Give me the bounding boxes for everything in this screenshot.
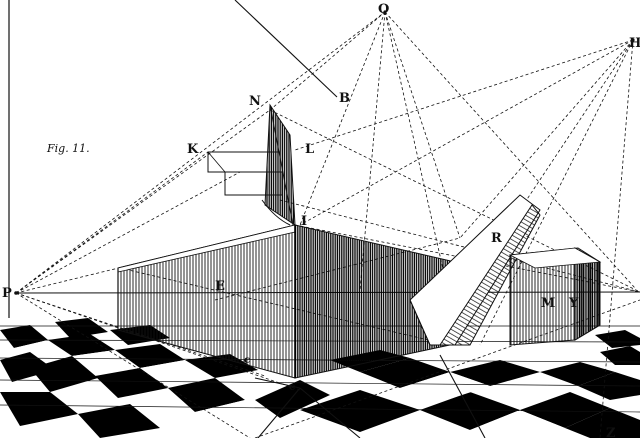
label-h: H	[629, 36, 640, 51]
label-b: B	[339, 91, 350, 106]
label-n: N	[249, 94, 261, 109]
block-e	[117, 224, 296, 379]
label-c-lower: c	[289, 382, 295, 393]
label-c-upper: c	[244, 355, 250, 366]
line-to-b	[234, 0, 338, 98]
label-k: K	[187, 142, 199, 157]
label-y: Y	[568, 296, 579, 311]
dot-h	[631, 38, 635, 42]
point-markers	[14, 10, 635, 295]
dot-p	[14, 291, 18, 295]
block-my	[508, 247, 602, 346]
floor-diagonals	[254, 354, 486, 438]
figure-caption: Fig. 11.	[46, 142, 90, 155]
label-e: E	[215, 279, 225, 294]
label-l: L	[305, 142, 314, 157]
slab-r	[409, 194, 541, 346]
label-i: I	[301, 214, 307, 229]
label-o: O	[378, 2, 389, 17]
label-z: Z	[606, 426, 616, 438]
prism-n	[207, 103, 296, 226]
label-p: P	[2, 286, 12, 301]
label-m: M	[541, 296, 555, 311]
label-r: R	[491, 231, 502, 246]
dot-o	[383, 10, 387, 14]
